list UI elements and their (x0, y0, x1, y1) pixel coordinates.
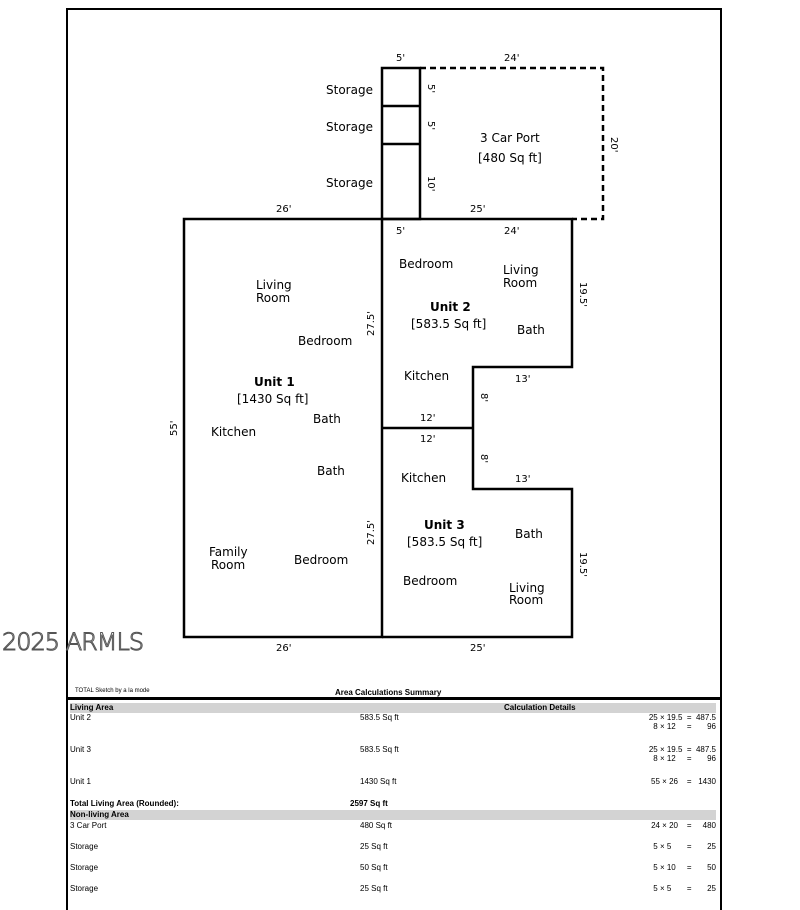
dimension: 25' (470, 204, 485, 215)
separator (66, 697, 720, 700)
room-label: Room (503, 276, 537, 290)
dimension: 12' (420, 434, 435, 445)
room-label: Bedroom (403, 574, 457, 588)
watermark: 2025 ARMLS (1, 628, 144, 657)
dimension: 10' (425, 176, 436, 191)
unit-title: Unit 1 (254, 375, 295, 389)
unit-title: Unit 3 (424, 518, 465, 532)
dimension: 27.5' (366, 520, 377, 545)
unit-area: [1430 Sq ft] (237, 392, 308, 406)
unit-area: [583.5 Sq ft] (411, 317, 486, 331)
row-calc: 25 × 19.5 = 487.5 8 × 12 = 96 (648, 713, 716, 731)
dimension: 20' (608, 137, 619, 152)
row-calc: 5 × 5 = 25 (653, 842, 716, 851)
row-area: 25 Sq ft (360, 884, 388, 893)
dimension: 13' (515, 474, 530, 485)
dimension: 8' (478, 454, 489, 463)
software-credit: TOTAL Sketch by a la mode (75, 688, 150, 694)
dimension: 5' (396, 53, 405, 64)
dimension: 13' (515, 374, 530, 385)
dimension: 55' (169, 421, 180, 436)
total-value: 2597 Sq ft (350, 799, 388, 808)
room-label: Storage (326, 120, 373, 134)
row-calc: 5 × 10 = 50 (653, 863, 716, 872)
row-area: 1430 Sq ft (360, 777, 397, 786)
row-area: 583.5 Sq ft (360, 713, 399, 722)
room-label: Kitchen (401, 471, 446, 485)
dimension: 19.5' (577, 552, 588, 577)
room-area: [480 Sq ft] (478, 151, 542, 165)
room-label: Bath (515, 527, 543, 541)
row-calc: 25 × 19.5 = 487.5 8 × 12 = 96 (648, 745, 716, 763)
room-label: Bath (317, 464, 345, 478)
row-name: Unit 1 (70, 777, 91, 786)
room-label: Living (503, 263, 539, 277)
living-area-header: Living Area Calculation Details (70, 703, 716, 713)
room-label: Room (509, 593, 543, 607)
dimension: 8' (478, 393, 489, 402)
room-label: Storage (326, 176, 373, 190)
header-label: Calculation Details (504, 703, 576, 712)
floor-plan: Storage Storage Storage 3 Car Port [480 … (75, 53, 619, 697)
row-area: 50 Sq ft (360, 863, 388, 872)
room-label: Family (209, 545, 248, 559)
room-label: Bath (517, 323, 545, 337)
dimension: 26' (276, 204, 291, 215)
nonliving-area-header: Non-living Area (70, 810, 716, 820)
row-calc: 24 × 20 = 480 (651, 821, 716, 830)
row-calc: 5 × 5 = 25 (653, 884, 716, 893)
dimension: 5' (425, 121, 436, 130)
header-label: Living Area (70, 703, 114, 712)
dimension: 26' (276, 643, 291, 654)
room-label: Bedroom (294, 553, 348, 567)
total-label: Total Living Area (Rounded): (70, 799, 179, 808)
room-label: Kitchen (211, 425, 256, 439)
dimension: 27.5' (366, 311, 377, 336)
dimension: 12' (420, 413, 435, 424)
room-label: Bedroom (298, 334, 352, 348)
room-label: 3 Car Port (480, 131, 540, 145)
room-label: Bedroom (399, 257, 453, 271)
room-label: Room (256, 291, 290, 305)
row-name: Unit 3 (70, 745, 91, 754)
row-name: Unit 2 (70, 713, 91, 722)
unit-area: [583.5 Sq ft] (407, 535, 482, 549)
room-label: Kitchen (404, 369, 449, 383)
room-label: Living (256, 278, 292, 292)
row-calc: 55 × 26 = 1430 (651, 777, 716, 786)
dimension: 5' (425, 84, 436, 93)
dimension: 24' (504, 226, 519, 237)
dimension: 25' (470, 643, 485, 654)
summary-title: Area Calculations Summary (335, 688, 442, 697)
row-name: Storage (70, 842, 99, 851)
document-frame (66, 8, 722, 910)
dimension: 24' (504, 53, 519, 64)
unit-title: Unit 2 (430, 300, 471, 314)
row-name: 3 Car Port (70, 821, 107, 830)
room-label: Living (509, 581, 545, 595)
header-label: Non-living Area (70, 810, 129, 819)
row-name: Storage (70, 863, 99, 872)
dimension: 5' (396, 226, 405, 237)
row-area: 480 Sq ft (360, 821, 393, 830)
carport-outline (420, 66, 605, 221)
row-area: 25 Sq ft (360, 842, 388, 851)
dimension: 19.5' (577, 282, 588, 307)
row-area: 583.5 Sq ft (360, 745, 399, 754)
row-name: Storage (70, 884, 99, 893)
room-label: Storage (326, 83, 373, 97)
room-label: Room (211, 558, 245, 572)
room-label: Bath (313, 412, 341, 426)
